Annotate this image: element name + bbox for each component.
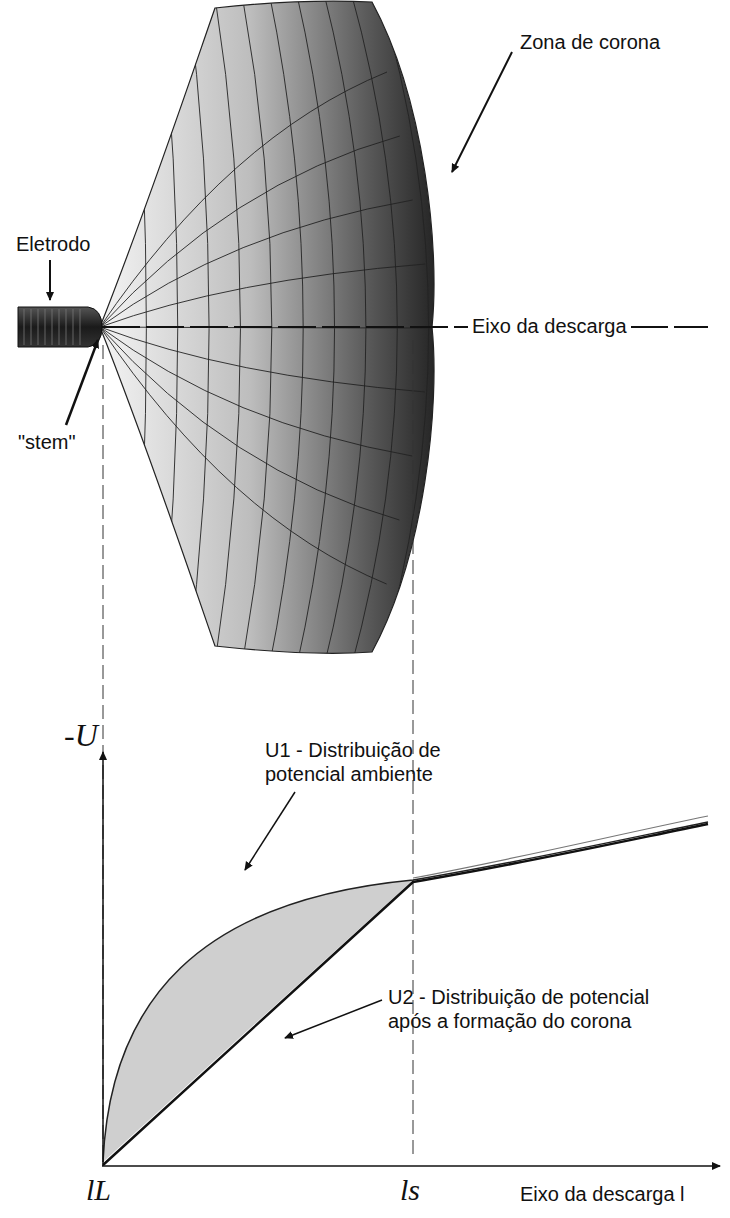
mesh-line (100, 136, 400, 327)
electrode-ridge (24, 309, 25, 345)
x-axis (102, 1165, 720, 1167)
electrode-ridge (45, 309, 46, 345)
y-axis (102, 752, 104, 1166)
mesh-line (100, 327, 399, 520)
label: lL (86, 1172, 111, 1208)
u2-line (103, 824, 708, 1165)
label: U2 - Distribuição de potencial após a fo… (388, 985, 688, 1033)
leader-line (245, 792, 295, 870)
label: Eletrodo (16, 232, 91, 256)
mesh-line (100, 264, 425, 327)
mesh-line (350, 0, 397, 670)
mesh-line (100, 200, 413, 327)
electrode-ridge (38, 309, 39, 345)
mesh-line (378, 0, 429, 670)
u1-curve-outer (413, 816, 708, 878)
electrode-ridge (80, 309, 81, 345)
leader-line (285, 1000, 382, 1038)
mesh-line (160, 0, 178, 670)
electrode-ridge (59, 309, 60, 345)
leader-line (49, 260, 51, 300)
u1-curve (103, 822, 708, 1162)
electrode-ridge (52, 309, 53, 345)
label: U1 - Distribuição de potencial ambiente (265, 738, 515, 786)
corona-mesh (100, 0, 460, 670)
mesh-line (132, 0, 146, 670)
mesh-line (269, 0, 304, 670)
label: -U (64, 716, 98, 754)
electrode (18, 307, 102, 347)
mesh-line (214, 0, 240, 670)
label: "stem" (18, 430, 76, 454)
leader-line (452, 52, 512, 172)
label: Eixo da descarga l (520, 1182, 685, 1206)
electrode-ridge (66, 309, 67, 345)
mesh-line (100, 72, 387, 327)
mesh-line (187, 0, 209, 670)
label: Eixo da descarga (468, 314, 631, 338)
leader-line (66, 340, 98, 425)
label: ls (400, 1172, 420, 1208)
electrode-ridge (73, 309, 74, 345)
electrode-ridge (31, 309, 32, 345)
shaded-area (103, 880, 413, 1162)
mesh-line (241, 0, 271, 670)
label: Zona de corona (520, 30, 660, 54)
mesh-line (100, 327, 387, 584)
